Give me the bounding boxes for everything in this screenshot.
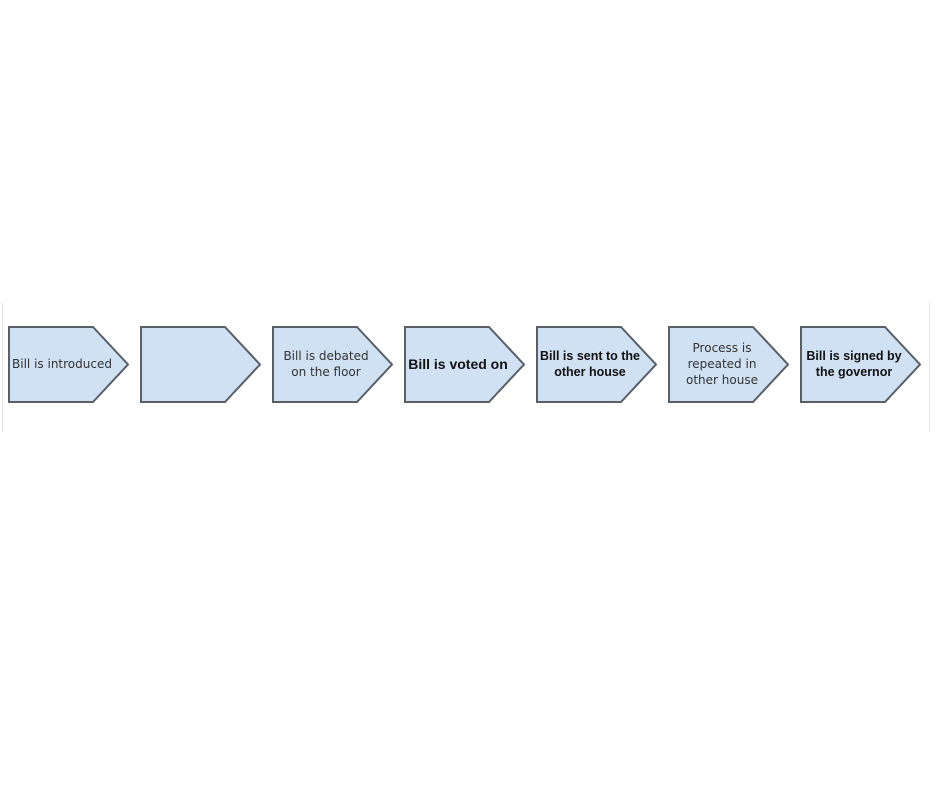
- chevron-arrow-shape: [8, 326, 130, 403]
- step-label: Bill is voted on: [408, 356, 508, 372]
- step-bill-sent-other-house: Bill is sent to the other house: [536, 326, 658, 404]
- step-empty: [140, 326, 262, 404]
- step-label: [144, 326, 244, 402]
- chevron-arrow-shape: [404, 326, 526, 403]
- step-label: Bill is sent to the other house: [540, 349, 641, 379]
- step-bill-debated: Bill is debated on the floor: [272, 326, 394, 404]
- step-label: Bill is introduced: [12, 357, 112, 371]
- chevron-arrow-shape: [272, 326, 394, 403]
- step-label: Bill is signed by the governor: [806, 349, 902, 379]
- chevron-arrow-shape: [668, 326, 790, 403]
- step-process-repeated: Process is repeated in other house: [668, 326, 790, 404]
- chevron-arrow-shape: [800, 326, 922, 403]
- step-label: Process is repeated in other house: [686, 341, 758, 387]
- chevron-arrow-shape: [536, 326, 658, 403]
- step-bill-voted: Bill is voted on: [404, 326, 526, 404]
- step-bill-introduced: Bill is introduced: [8, 326, 130, 404]
- chevron-arrow-shape: [140, 326, 262, 403]
- step-bill-signed: Bill is signed by the governor: [800, 326, 922, 404]
- step-label: Bill is debated on the floor: [283, 349, 369, 379]
